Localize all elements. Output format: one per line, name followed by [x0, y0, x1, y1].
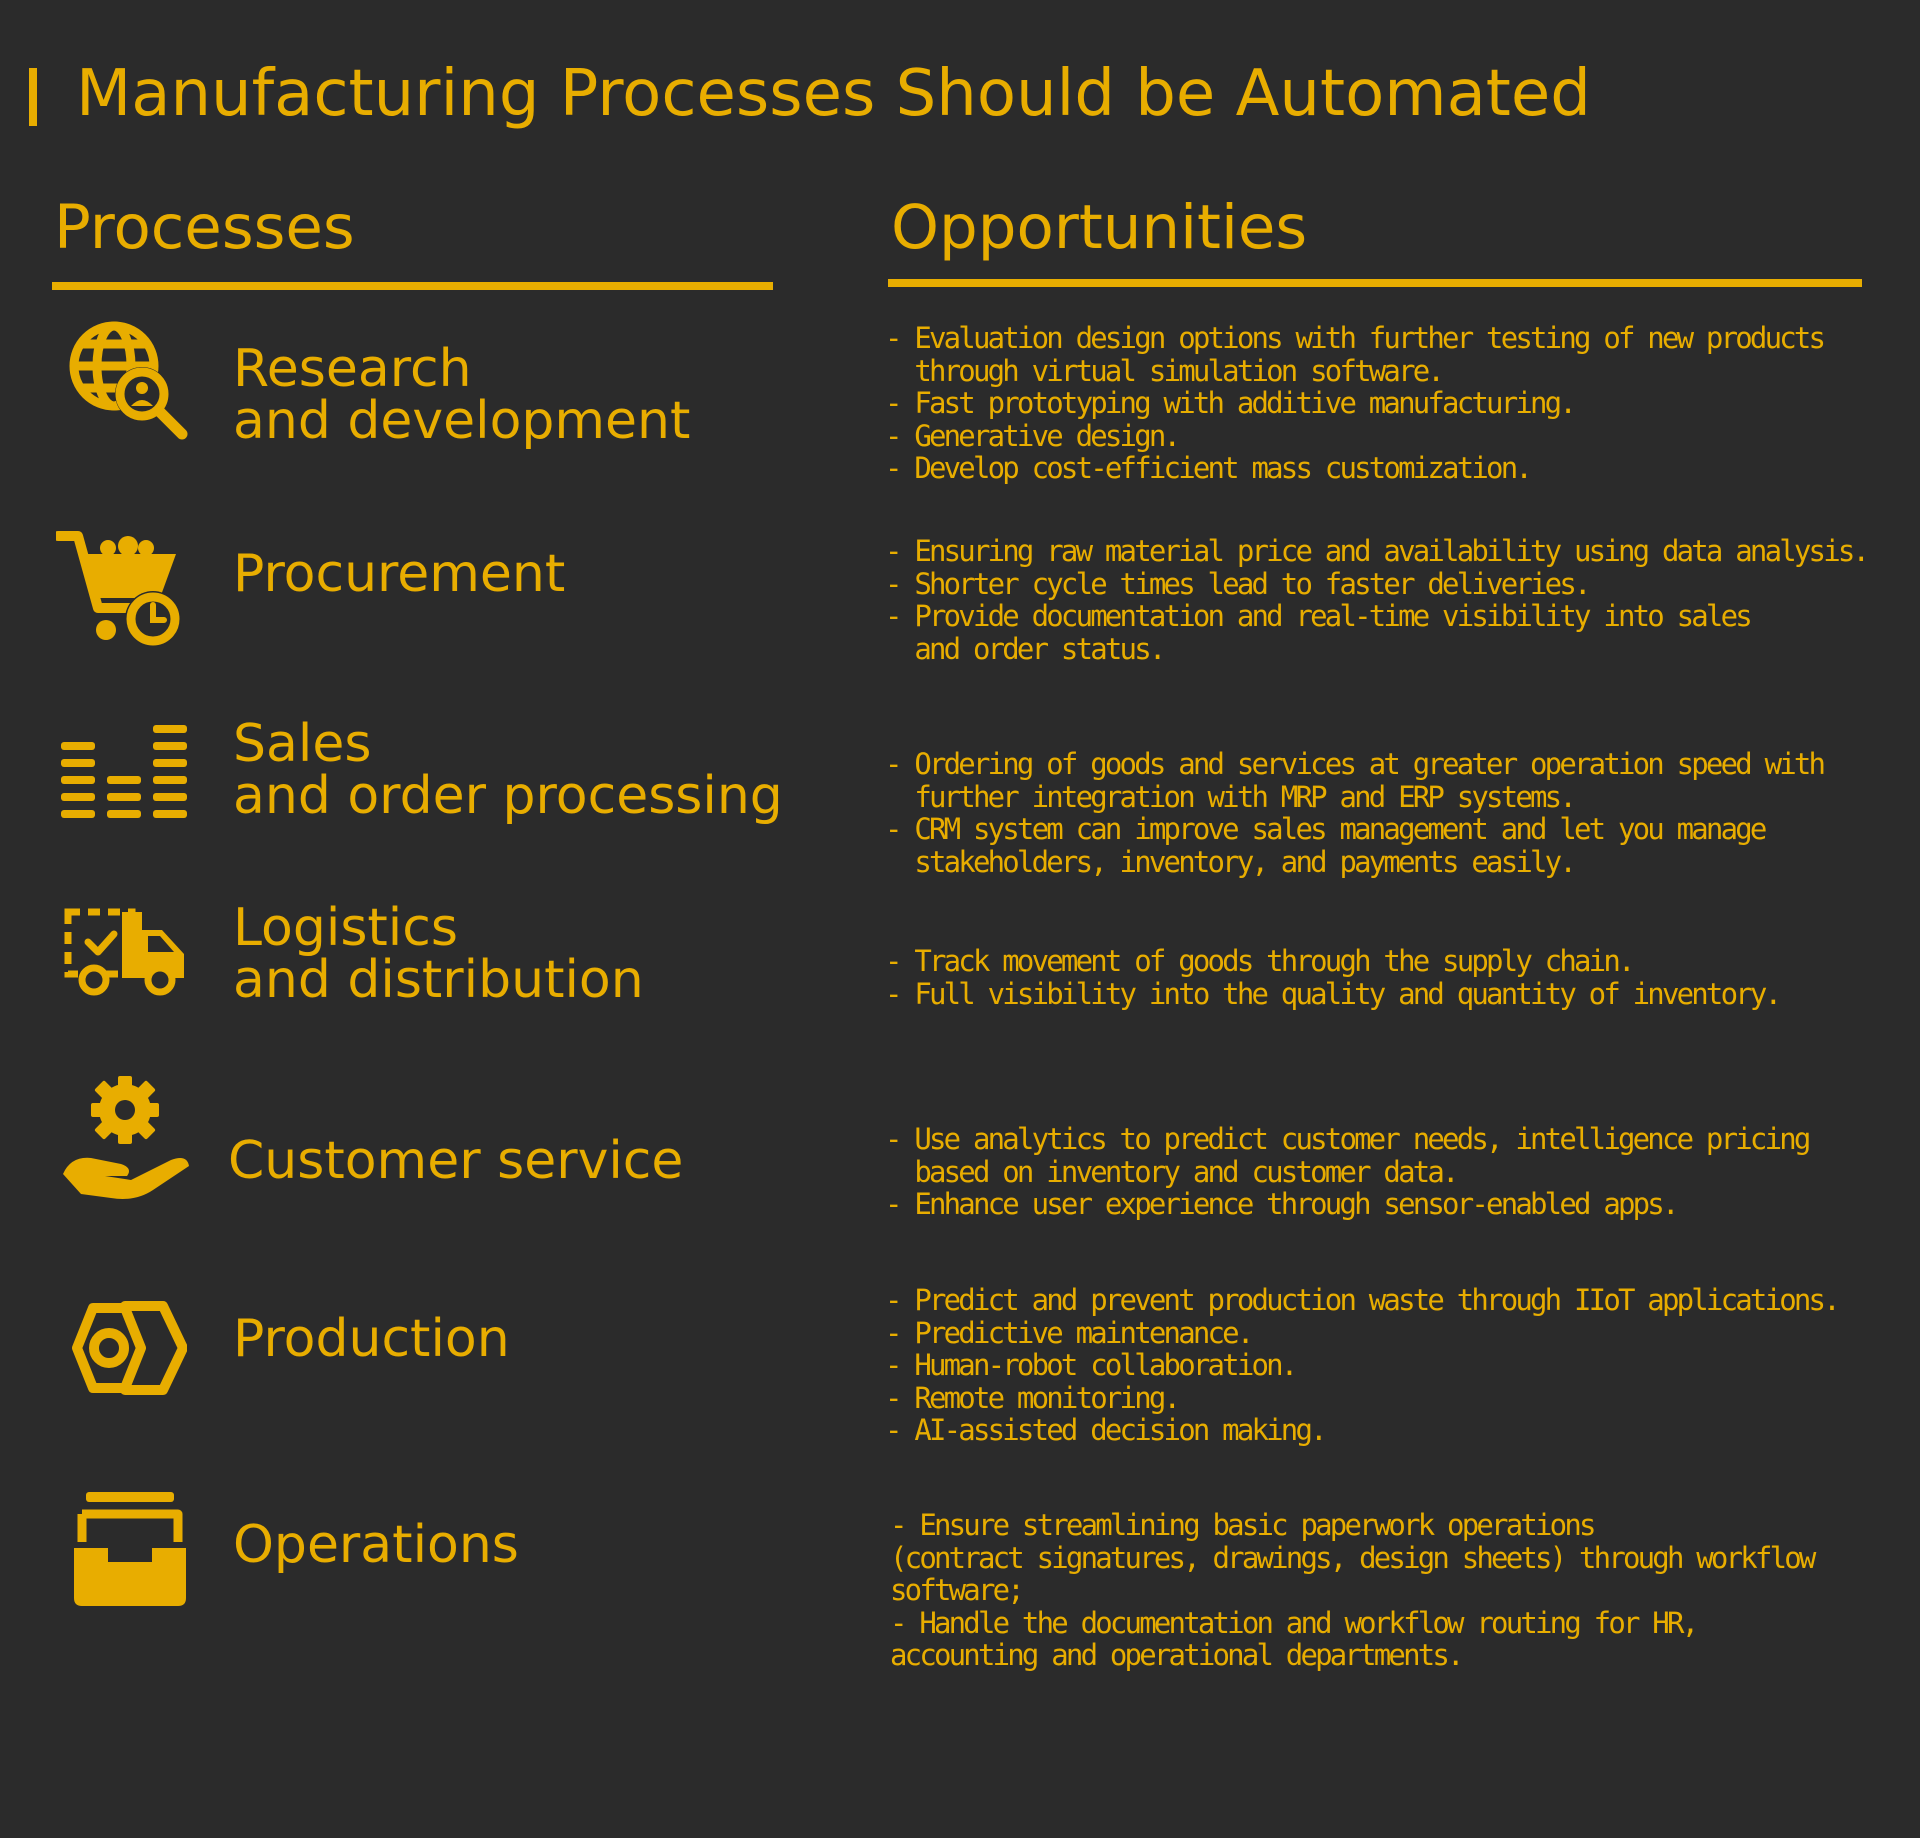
opportunity-line: - Develop cost-efficient mass customizat…	[885, 451, 1533, 485]
stacked-bars-icon	[61, 722, 187, 824]
hand-gear-icon	[61, 1074, 191, 1204]
process-label-procurement: Procurement	[233, 544, 566, 604]
opportunity-line: through virtual simulation software.	[885, 353, 1445, 388]
opportunity-line: - Ordering of goods and services at grea…	[885, 747, 1826, 781]
opportunity-line: - Evaluation design options with further…	[885, 321, 1826, 355]
process-label-customer-service: Customer service	[228, 1131, 684, 1191]
opportunity-line: and order status.	[885, 631, 1166, 666]
opportunity-line: (contract signatures, drawings, design s…	[890, 1540, 1816, 1575]
opportunity-line: further integration with MRP and ERP sys…	[885, 779, 1576, 814]
opportunities-sales: - Ordering of goods and services at grea…	[885, 747, 1826, 879]
processes-header: Processes	[54, 192, 355, 263]
opportunity-line: - Generative design.	[885, 418, 1181, 453]
opportunity-line: - Handle the documentation and workflow …	[890, 1605, 1699, 1640]
opportunity-line: - Ensure streamlining basic paperwork op…	[890, 1508, 1596, 1542]
opportunity-line: - Predictive maintenance.	[885, 1315, 1254, 1350]
opportunity-line: - Ensuring raw material price and availa…	[885, 534, 1870, 568]
opportunities-research: - Evaluation design options with further…	[885, 321, 1826, 485]
opportunities-customer-service: - Use analytics to predict customer need…	[885, 1122, 1811, 1221]
hex-nut-icon	[63, 1298, 187, 1398]
opportunity-line: - AI-assisted decision making.	[885, 1413, 1328, 1447]
opportunity-line: - Track movement of goods through the su…	[885, 944, 1635, 978]
opportunity-line: - Fast prototyping with additive manufac…	[885, 386, 1577, 420]
opportunity-line: - Enhance user experience through sensor…	[885, 1187, 1679, 1221]
opportunities-production: - Predict and prevent production waste t…	[885, 1283, 1841, 1447]
opportunity-line: - Provide documentation and real-time vi…	[885, 599, 1753, 633]
opportunities-procurement: - Ensuring raw material price and availa…	[885, 534, 1870, 666]
opportunity-line: - CRM system can improve sales managemen…	[885, 812, 1767, 846]
process-label-logistics: Logistics and distribution	[233, 898, 644, 1010]
opportunity-line: - Full visibility into the quality and q…	[885, 976, 1782, 1011]
opportunities-underline	[888, 279, 1862, 287]
opportunity-line: stakeholders, inventory, and payments ea…	[885, 844, 1576, 879]
process-label-production: Production	[233, 1309, 510, 1369]
opportunity-line: - Remote monitoring.	[885, 1380, 1181, 1415]
cart-clock-icon	[56, 526, 186, 650]
opportunity-line: - Use analytics to predict customer need…	[885, 1122, 1811, 1156]
opportunity-line: based on inventory and customer data.	[885, 1154, 1459, 1189]
opportunity-line: software;	[890, 1573, 1025, 1607]
archive-box-icon	[72, 1492, 188, 1606]
delivery-truck-icon	[62, 906, 186, 996]
globe-search-icon	[66, 318, 188, 440]
opportunity-line: - Predict and prevent production waste t…	[885, 1283, 1841, 1317]
opportunity-line: - Shorter cycle times lead to faster del…	[885, 566, 1591, 601]
processes-underline	[52, 282, 773, 290]
opportunities-logistics: - Track movement of goods through the su…	[885, 944, 1782, 1011]
opportunity-line: - Human-robot collaboration.	[885, 1348, 1298, 1382]
process-label-sales: Sales and order processing	[233, 714, 783, 826]
page-title: Manufacturing Processes Should be Automa…	[76, 57, 1591, 131]
opportunities-header: Opportunities	[891, 192, 1308, 263]
title-accent-bar	[29, 68, 37, 126]
process-label-research: Research and development	[233, 339, 691, 451]
opportunities-operations: - Ensure streamlining basic paperwork op…	[890, 1508, 1816, 1672]
process-label-operations: Operations	[233, 1515, 519, 1575]
opportunity-line: accounting and operational departments.	[890, 1638, 1465, 1672]
